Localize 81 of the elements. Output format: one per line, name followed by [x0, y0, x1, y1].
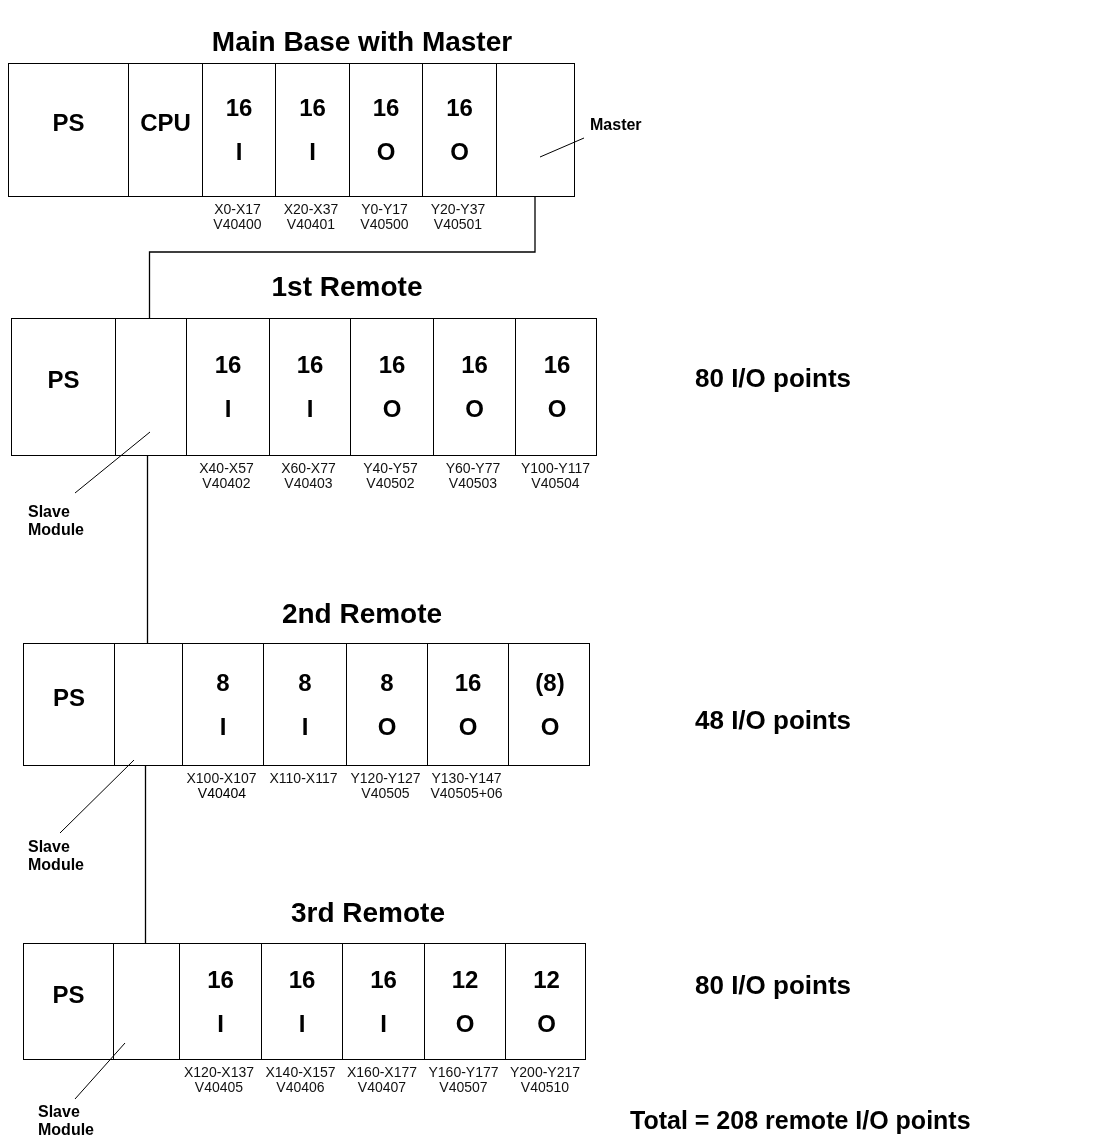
- address-label: X140-X157 V40406: [264, 1065, 337, 1095]
- io-type: I: [224, 395, 232, 423]
- address-label: X60-X77 V40403: [280, 461, 337, 491]
- point-count: 16: [296, 351, 324, 379]
- address-label: X0-X17 V40400: [212, 202, 263, 232]
- point-count: (8): [535, 668, 565, 697]
- point-count: 16: [225, 94, 253, 122]
- io-type: I: [217, 1009, 224, 1038]
- cable-line: [144, 765, 147, 944]
- address-label: Y60-Y77 V40503: [444, 461, 502, 491]
- io-type: O: [376, 138, 396, 166]
- leader-line: [539, 137, 585, 158]
- io-type: I: [301, 712, 309, 741]
- point-count: 12: [451, 965, 479, 994]
- io-type: I: [235, 138, 243, 166]
- io-type: O: [450, 138, 469, 166]
- io-type: O: [455, 1009, 475, 1038]
- address-label: Y100-Y117 V40504: [520, 461, 591, 491]
- point-count: 8: [298, 668, 312, 697]
- io-type: I: [219, 712, 227, 741]
- leader-line: [74, 1042, 126, 1100]
- point-count: 16: [543, 351, 571, 379]
- callout-text: Slave Module: [38, 1103, 118, 1140]
- point-count: 16: [214, 351, 242, 379]
- callout-text: Master: [590, 116, 670, 135]
- point-count: 16: [299, 94, 326, 122]
- point-count: 8: [380, 668, 394, 697]
- io-points-total: 80 I/O points: [695, 362, 852, 394]
- address-label: X110-X117: [268, 771, 339, 786]
- address-label: X160-X177 V40407: [345, 1065, 419, 1095]
- point-count: 12: [533, 965, 560, 994]
- point-count: 16: [446, 94, 473, 122]
- leader-line: [74, 431, 151, 494]
- address-label: Y120-Y127 V40505: [349, 771, 422, 801]
- point-count: 16: [378, 351, 406, 379]
- leader-line: [59, 759, 135, 834]
- io-type: O: [537, 1009, 556, 1038]
- rack-title: 1st Remote: [271, 270, 423, 304]
- module-label: PS: [47, 366, 80, 394]
- io-type: O: [540, 712, 560, 741]
- module-label: CPU: [140, 109, 191, 137]
- io-type: O: [377, 712, 397, 741]
- point-count: 8: [216, 668, 230, 697]
- address-label: Y200-Y217 V40510: [508, 1065, 582, 1095]
- rack-title: 3rd Remote: [291, 896, 445, 930]
- io-type: O: [382, 395, 402, 423]
- point-count: 16: [288, 965, 316, 994]
- cable-line: [146, 455, 149, 644]
- module-label: PS: [52, 109, 85, 137]
- address-label: X20-X37 V40401: [282, 202, 340, 232]
- address-label: V40404: [197, 786, 247, 801]
- callout-text: Slave Module: [28, 838, 108, 875]
- total-note: Total = 208 remote I/O points: [630, 1105, 971, 1136]
- io-points-total: 80 I/O points: [695, 969, 852, 1001]
- rack-title: Main Base with Master: [211, 25, 513, 59]
- address-label: Y160-Y177 V40507: [427, 1065, 500, 1095]
- module-label: PS: [52, 980, 85, 1009]
- point-count: 16: [461, 351, 488, 379]
- io-type: O: [465, 395, 484, 423]
- callout-text: Slave Module: [28, 503, 108, 540]
- address-label: X100-X107: [185, 771, 258, 786]
- point-count: 16: [454, 668, 482, 697]
- address-label: Y130-Y147 V40505+06: [429, 771, 504, 801]
- point-count: 16: [207, 965, 234, 994]
- cable-line: [148, 196, 536, 319]
- io-type: O: [547, 395, 567, 423]
- address-label: Y40-Y57 V40502: [362, 461, 419, 491]
- point-count: 16: [370, 965, 397, 994]
- point-count: 16: [372, 94, 400, 122]
- io-type: I: [309, 138, 316, 166]
- io-type: I: [298, 1009, 306, 1038]
- io-points-total: 48 I/O points: [695, 704, 852, 736]
- io-type: I: [380, 1009, 387, 1038]
- io-type: O: [458, 712, 478, 741]
- address-label: Y0-Y17 V40500: [359, 202, 410, 232]
- io-type: I: [306, 395, 314, 423]
- address-label: Y20-Y37 V40501: [429, 202, 487, 232]
- module-label: PS: [53, 683, 85, 712]
- address-label: X40-X57 V40402: [198, 461, 255, 491]
- rack-title: 2nd Remote: [281, 597, 443, 631]
- address-label: X120-X137 V40405: [182, 1065, 256, 1095]
